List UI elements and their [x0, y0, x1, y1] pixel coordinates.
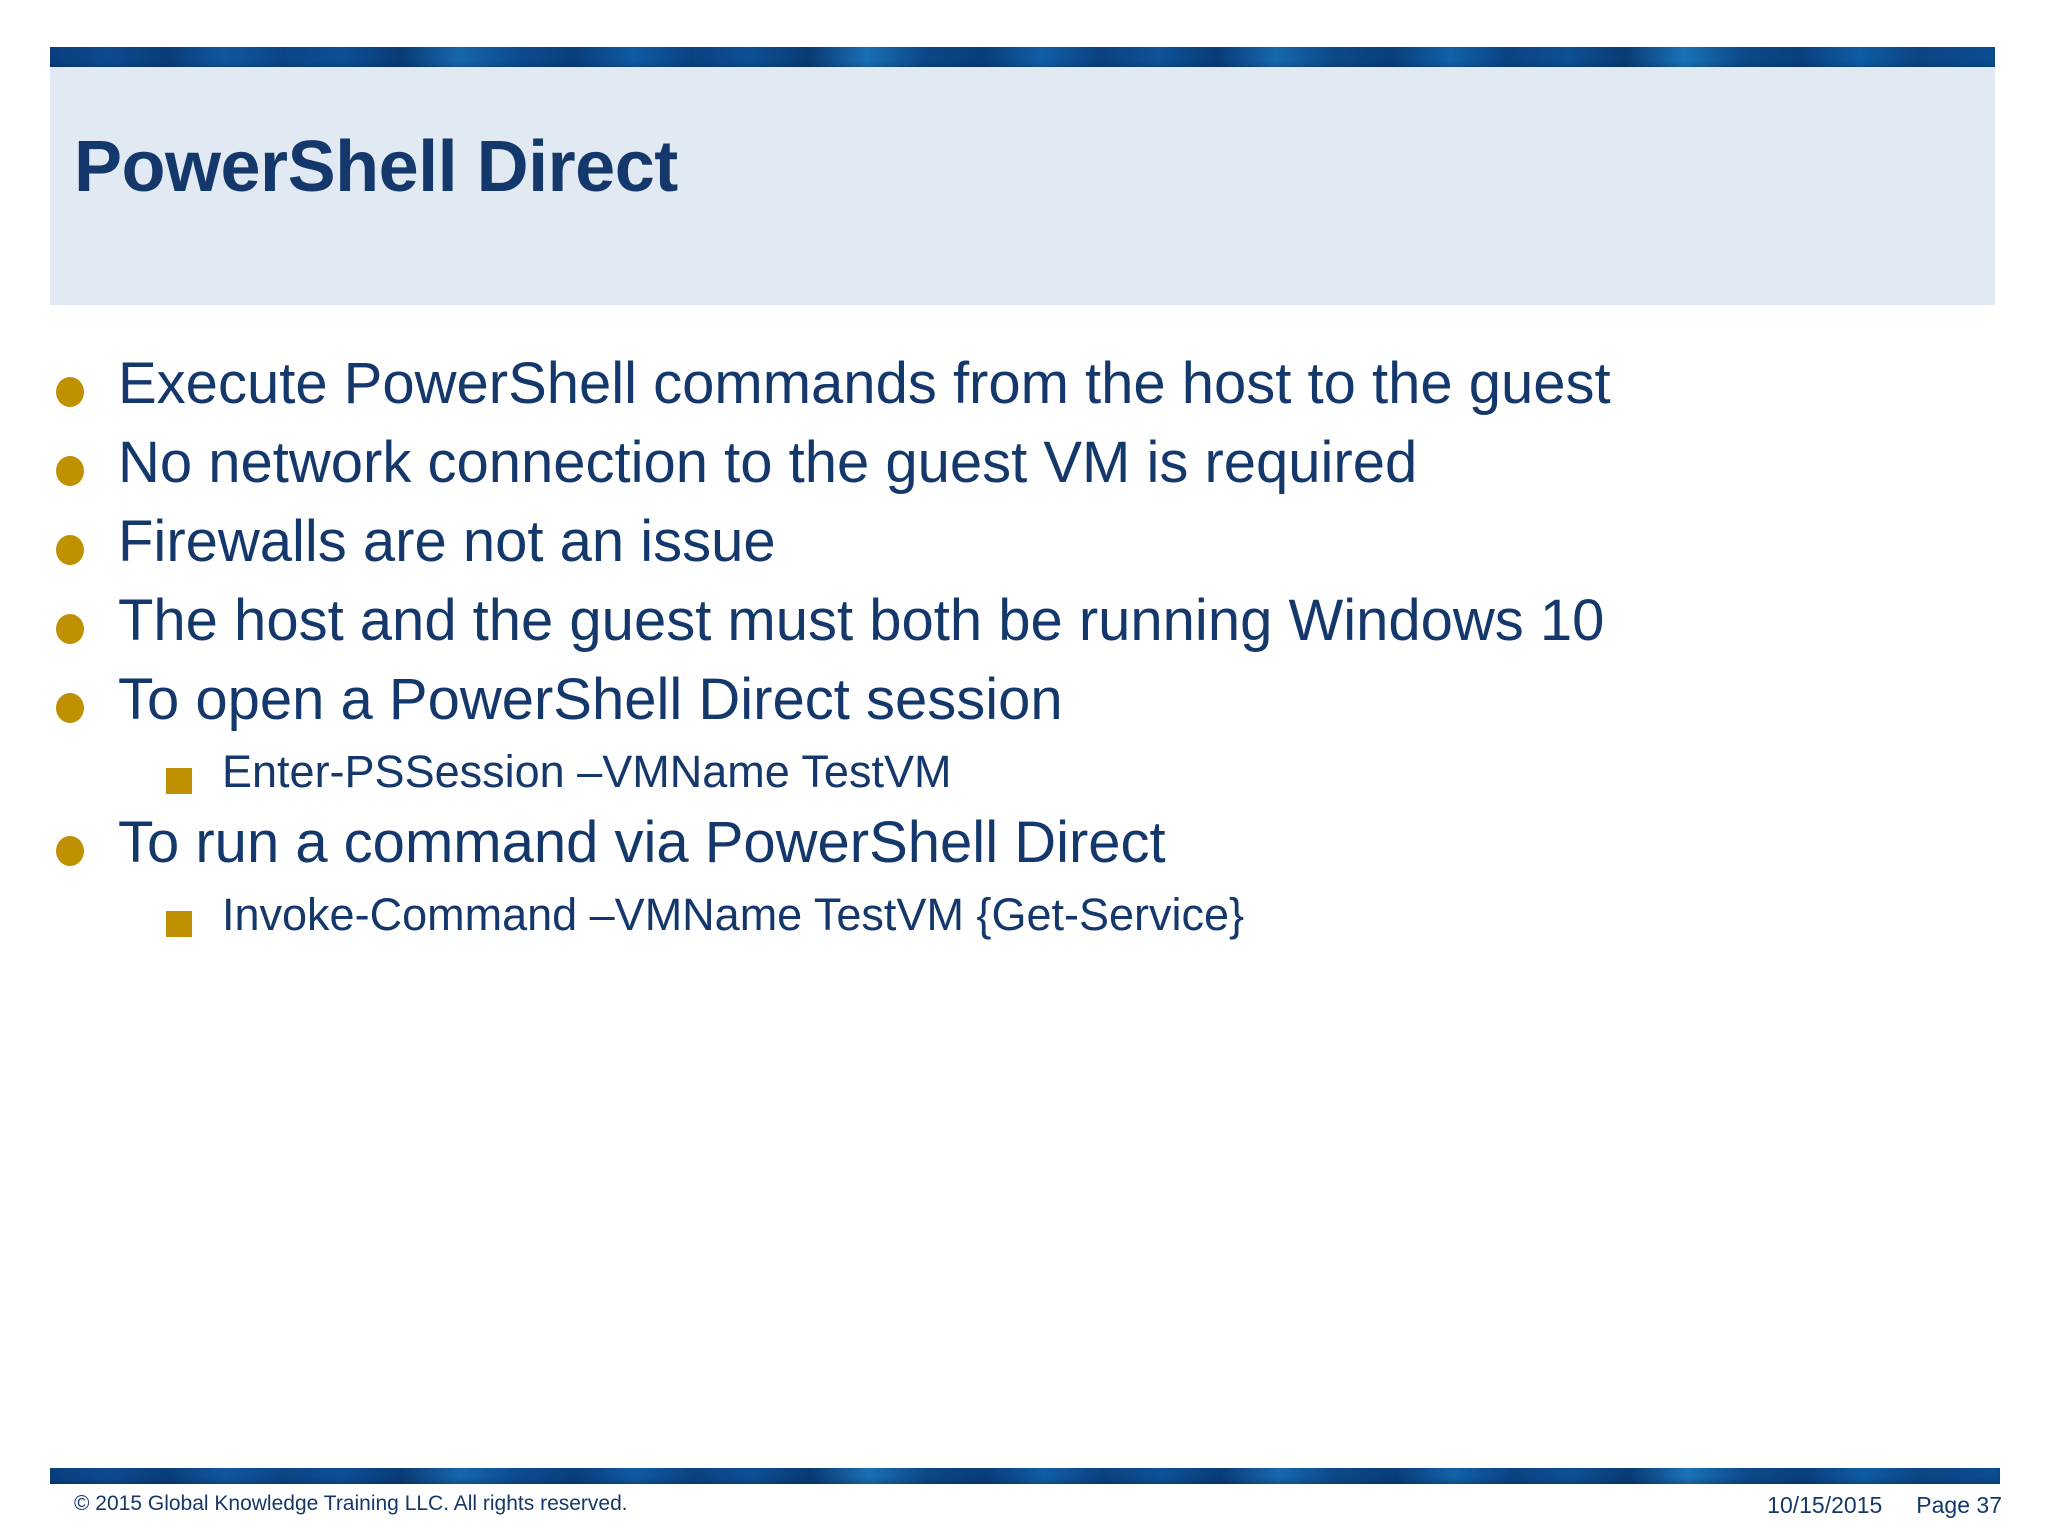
bullet-dot-icon — [56, 431, 118, 493]
bottom-accent-bar — [50, 1468, 2000, 1484]
footer-meta: 10/15/2015 Page 37 — [1767, 1492, 2002, 1519]
list-item: No network connection to the guest VM is… — [56, 429, 2016, 496]
slide-footer: © 2015 Global Knowledge Training LLC. Al… — [0, 1492, 2048, 1536]
list-item: To open a PowerShell Direct session — [56, 666, 2016, 733]
list-item: To run a command via PowerShell Direct — [56, 809, 2016, 876]
slide-body: Execute PowerShell commands from the hos… — [56, 351, 2016, 954]
page-title: PowerShell Direct — [74, 127, 678, 207]
list-item-label: Invoke-Command –VMName TestVM {Get-Servi… — [222, 888, 1245, 940]
list-item: Firewalls are not an issue — [56, 508, 2016, 575]
bullet-square-icon — [166, 890, 222, 942]
list-item-label: To run a command via PowerShell Direct — [118, 809, 1166, 875]
list-item-label: The host and the guest must both be runn… — [118, 587, 1605, 653]
list-item: Execute PowerShell commands from the hos… — [56, 351, 2016, 417]
bullet-square-icon — [166, 747, 222, 799]
list-item-label: To open a PowerShell Direct session — [118, 666, 1063, 732]
list-item: Invoke-Command –VMName TestVM {Get-Servi… — [56, 888, 2016, 942]
top-accent-bar — [50, 47, 1995, 68]
bullet-dot-icon — [56, 352, 118, 414]
slide-header-band — [50, 67, 1995, 305]
list-item: The host and the guest must both be runn… — [56, 587, 2016, 654]
list-item-label: Firewalls are not an issue — [118, 508, 776, 574]
list-item-label: Enter-PSSession –VMName TestVM — [222, 745, 952, 797]
bullet-dot-icon — [56, 589, 118, 651]
bullet-dot-icon — [56, 811, 118, 873]
list-item: Enter-PSSession –VMName TestVM — [56, 745, 2016, 799]
bullet-dot-icon — [56, 510, 118, 572]
copyright-text: © 2015 Global Knowledge Training LLC. Al… — [74, 1492, 628, 1515]
slide-date: 10/15/2015 — [1767, 1492, 1883, 1518]
bullet-dot-icon — [56, 668, 118, 730]
list-item-label: Execute PowerShell commands from the hos… — [118, 351, 1611, 416]
page-number: Page 37 — [1916, 1492, 2002, 1518]
list-item-label: No network connection to the guest VM is… — [118, 429, 1418, 495]
